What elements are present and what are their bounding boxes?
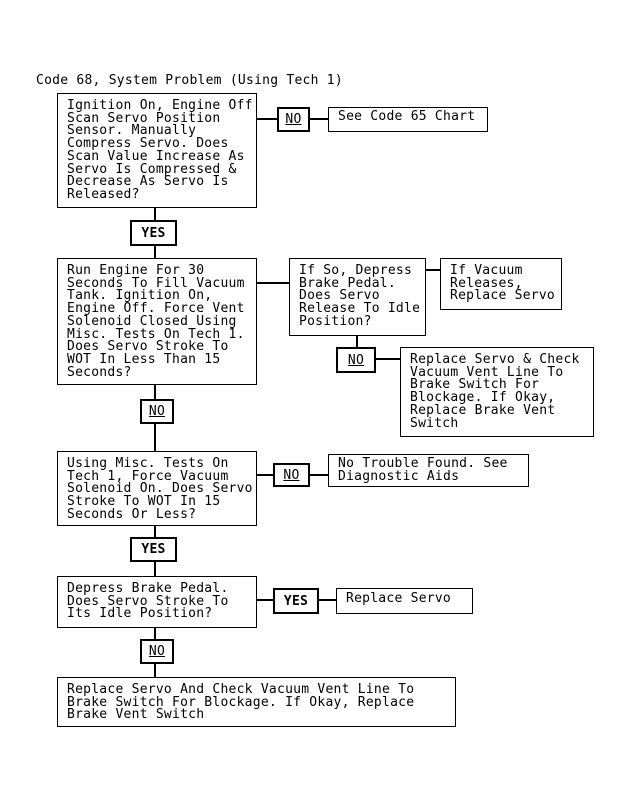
connector-q1-to-no xyxy=(257,118,277,120)
decision-if-so-depress-brake: If So, Depress Brake Pedal. Does Servo R… xyxy=(289,258,426,336)
connector-no-to-replace-check xyxy=(376,358,400,360)
branch-label-yes-q4: YES xyxy=(273,588,319,614)
branch-label-no-q3: NO xyxy=(273,463,310,487)
action-no-trouble-found: No Trouble Found. See Diagnostic Aids xyxy=(328,454,529,487)
branch-label-yes-q3: YES xyxy=(130,537,177,562)
connector-q1-to-yes xyxy=(154,208,156,220)
connector-no-to-code65 xyxy=(310,118,328,120)
action-see-code-65-chart: See Code 65 Chart xyxy=(328,107,488,132)
connector-q2-to-no xyxy=(154,385,156,399)
action-final-replace-servo-check: Replace Servo And Check Vacuum Vent Line… xyxy=(57,677,456,727)
decision-force-vacuum-solenoid: Using Misc. Tests On Tech 1, Force Vacuu… xyxy=(57,451,257,526)
yes-label: YES xyxy=(283,593,309,609)
connector-yes-to-replace-servo xyxy=(319,599,336,601)
connector-no-to-final xyxy=(154,664,156,677)
action-replace-servo-and-check: Replace Servo & Check Vacuum Vent Line T… xyxy=(400,347,594,437)
no-label: NO xyxy=(148,404,166,419)
no-label: NO xyxy=(285,112,302,127)
connector-no-to-no-trouble xyxy=(310,474,328,476)
yes-label: YES xyxy=(141,542,166,557)
no-label: NO xyxy=(148,644,166,659)
connector-q3-to-yes xyxy=(154,526,156,537)
connector-q2-to-ifso xyxy=(257,282,289,284)
yes-label: YES xyxy=(141,225,166,241)
decision-depress-brake-pedal: Depress Brake Pedal. Does Servo Stroke T… xyxy=(57,576,257,628)
connector-no-to-q3 xyxy=(154,424,156,451)
branch-label-yes-q1: YES xyxy=(130,220,177,246)
flowchart-title: Code 68, System Problem (Using Tech 1) xyxy=(36,73,343,88)
connector-ifso-to-ifvacuum xyxy=(426,269,440,271)
action-if-vacuum-releases: If Vacuum Releases, Replace Servo xyxy=(440,258,562,310)
decision-run-engine-vacuum: Run Engine For 30 Seconds To Fill Vacuum… xyxy=(57,258,257,385)
decision-scan-servo-position: Ignition On, Engine Off Scan Servo Posit… xyxy=(57,93,257,208)
connector-q3-to-no xyxy=(257,474,273,476)
no-label: NO xyxy=(283,467,300,483)
connector-yes-to-q2 xyxy=(154,246,156,258)
connector-q4-to-no xyxy=(154,628,156,639)
branch-label-no-q4: NO xyxy=(140,639,174,664)
connector-q4-to-yes xyxy=(257,599,273,601)
connector-ifso-to-no xyxy=(356,336,358,347)
branch-label-no-ifso: NO xyxy=(336,347,376,373)
action-replace-servo: Replace Servo xyxy=(336,588,473,614)
branch-label-no-q1: NO xyxy=(277,107,310,132)
no-label: NO xyxy=(347,352,365,368)
branch-label-no-q2: NO xyxy=(140,399,174,424)
connector-yes-to-q4 xyxy=(154,562,156,576)
